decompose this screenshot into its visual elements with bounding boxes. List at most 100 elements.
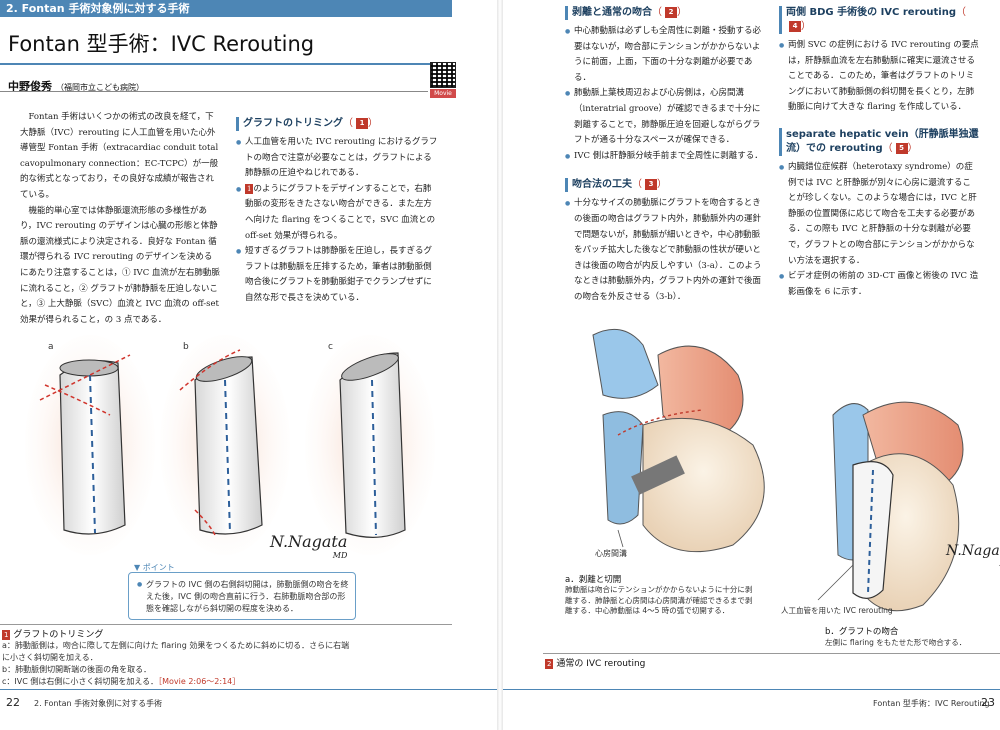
trim-bullet-2: 1のようにグラフトをデザインすることで，右肺動脈の変形をきたさない吻合ができる．… xyxy=(236,182,438,244)
signature-md: MD xyxy=(332,551,348,560)
signature-md: MD xyxy=(946,559,1000,568)
label-atrial-groove: 心房間溝 xyxy=(595,549,627,558)
fig-2a-text: 肺動脈は吻合にテンションがかからないように十分に剥離する．肺静脈と心房間は心房間… xyxy=(565,585,753,615)
subhead-separate-hepatic: separate hepatic vein（肝静脈単独還流）での rerouti… xyxy=(779,127,979,156)
point-box: グラフトの IVC 側の右側斜切開は，肺動脈側の吻合を終えた後，IVC 側の吻合… xyxy=(128,572,356,620)
running-header: Fontan 型手術：IVC Rerouting xyxy=(873,699,990,708)
cut-line-b1 xyxy=(179,349,241,391)
caption-c: c：IVC 側は右側に小さく斜切開を加える．［Movie 2:06〜2:14］ xyxy=(2,676,352,688)
trim-bullet-2-text: のようにグラフトをデザインすることで，右肺動脈の変形をきたさない吻合ができる．ま… xyxy=(245,183,436,241)
caption-title-text: グラフトのトリミング xyxy=(13,630,104,640)
point-label-text: ポイント xyxy=(142,563,175,572)
subhead-graft-trimming: グラフトのトリミング（1） xyxy=(236,117,438,131)
signature-name: N.Nagata xyxy=(270,532,348,551)
bdg-bullet-1: 両側 SVC の症例における IVC rerouting の要点は，肝静脈血流を… xyxy=(779,38,979,116)
dissection-bullet-3: IVC 側は肝静脈分岐手前まで全周性に剥離する． xyxy=(565,149,763,165)
dissection-bullet-2: 肺動脈上葉枝周辺および心房側は，心房間溝（interatrial groove）… xyxy=(565,86,763,148)
author: 中野俊秀 （福岡市立こども病院） xyxy=(8,78,144,94)
figure-1-caption-body: a：肺動脈側は，吻合に際して左側に向けた flaring 効果をつくるために斜め… xyxy=(2,640,352,688)
suture-line-c xyxy=(371,379,377,536)
graft-opening-c xyxy=(341,353,399,381)
ivc-a xyxy=(602,411,644,525)
svc-a xyxy=(592,328,659,399)
caption-c-text: c：IVC 側は右側に小さく斜切開を加える． xyxy=(2,677,159,686)
signature-name: N.Nagata xyxy=(946,543,1000,559)
figure-ref-badge: 2 xyxy=(545,659,554,669)
figure-1-caption-title: 1 グラフトのトリミング xyxy=(2,627,103,640)
footer-rule xyxy=(503,689,1000,690)
movie-tag[interactable]: Movie xyxy=(430,89,456,98)
caption-title-text: 通常の IVC rerouting xyxy=(556,659,646,669)
fig-2b-title: b．グラフトの吻合 xyxy=(825,627,899,637)
subhead-text: 吻合法の工夫 xyxy=(572,179,632,191)
trim-bullet-3: 短すぎるグラフトは肺静脈を圧迫し，長すぎるグラフトは肺動脈を圧排するため，筆者は… xyxy=(236,244,438,306)
figure-ref-badge: 3 xyxy=(645,179,657,191)
trim-column: グラフトのトリミング（1） 人工血管を用いた IVC rerouting におけ… xyxy=(236,117,438,307)
right-column-1: 剥離と通常の吻合（2） 中心肺動脈は必ずしも全周性に剥離・授動する必要はないが，… xyxy=(565,6,763,306)
cut-line-b2 xyxy=(194,509,216,536)
page-number: 23 xyxy=(981,696,995,709)
right-column-2: 両側 BDG 手術後の IVC rerouting（4） 両側 SVC の症例に… xyxy=(779,6,979,300)
graft-leader xyxy=(817,564,854,601)
subhead-text: グラフトのトリミング xyxy=(243,118,343,129)
figure-ref-badge: 2 xyxy=(665,7,677,18)
suture-line-b xyxy=(224,379,231,534)
figure-label-a: a xyxy=(48,342,54,352)
right-page: 剥離と通常の吻合（2） 中心肺動脈は必ずしも全周性に剥離・授動する必要はないが，… xyxy=(503,0,1000,730)
caption-rule xyxy=(0,624,452,625)
figure-ref-badge: 5 xyxy=(895,142,908,154)
caption-b: b：肺動脈側切開断端の後面の角を取る． xyxy=(2,665,152,674)
hepatic-bullet-1: 内臓錯位症候群（heterotaxy syndrome）の症例では IVC と肝… xyxy=(779,160,979,269)
subhead-dissection: 剥離と通常の吻合（2） xyxy=(565,6,763,20)
figure-ref-badge: 1 xyxy=(2,630,11,640)
cut-line-a2 xyxy=(44,384,111,416)
point-label: ▼ ポイント xyxy=(132,562,177,573)
left-page: 2. Fontan 手術対象例に対する手術 Fontan 型手術：IVC Rer… xyxy=(0,0,497,730)
section-banner: 2. Fontan 手術対象例に対する手術 xyxy=(0,0,452,17)
point-text: グラフトの IVC 側の右側斜切開は，肺動脈側の吻合を終えた後，IVC 側の吻合… xyxy=(137,579,349,615)
subhead-text: 両側 BDG 手術後の IVC rerouting xyxy=(786,7,956,18)
figure-ref-badge: 4 xyxy=(789,21,801,32)
groove-leader xyxy=(617,529,624,548)
heart-a xyxy=(642,417,765,553)
figure-2-caption-title: 2 通常の IVC rerouting xyxy=(545,656,645,669)
suture-line-graft-b xyxy=(867,469,874,594)
page-number: 22 xyxy=(6,696,20,709)
intro-paragraph-2: 機能的単心室では体静脈還流形態の多様性があり，IVC rerouting のデザ… xyxy=(20,205,220,325)
page-title: Fontan 型手術：IVC Rerouting xyxy=(8,32,315,56)
running-header: 2. Fontan 手術対象例に対する手術 xyxy=(34,699,163,708)
anastomosis-bullet-1: 十分なサイズの肺動脈にグラフトを吻合するときの後面の吻合はグラフト内外，肺動脈外… xyxy=(565,196,763,305)
qr-code-icon[interactable] xyxy=(430,62,456,88)
suture-line-a xyxy=(89,374,96,534)
author-affiliation: （福岡市立こども病院） xyxy=(56,83,144,92)
intro-paragraph-1: Fontan 手術はいくつかの術式の改良を経て，下大静脈（IVC）rerouti… xyxy=(20,112,219,200)
figure-ref-badge: 1 xyxy=(245,183,254,194)
caption-a: a：肺動脈側は，吻合に際して左側に向けた flaring 効果をつくるために斜め… xyxy=(2,641,350,662)
book-gutter xyxy=(497,0,503,730)
author-rule xyxy=(0,91,428,92)
subhead-anastomosis: 吻合法の工夫（3） xyxy=(565,178,763,193)
caption-rule xyxy=(543,653,1000,654)
title-rule xyxy=(0,63,452,65)
graft-trimming-figure xyxy=(25,335,435,555)
label-graft-rerouting: 人工血管を用いた IVC rerouting xyxy=(781,606,893,615)
intro-column: Fontan 手術はいくつかの術式の改良を経て，下大静脈（IVC）rerouti… xyxy=(20,110,220,328)
graft-tube-b xyxy=(194,356,263,535)
author-name: 中野俊秀 xyxy=(8,80,52,93)
graft-tube-a xyxy=(59,360,126,535)
clamp-a xyxy=(631,455,685,495)
fig-2a-title: a．剥離と切開 xyxy=(565,575,622,585)
ivc-rerouting-figure xyxy=(592,328,964,612)
graft-b xyxy=(852,461,894,599)
figure-label-c: c xyxy=(328,342,333,352)
subhead-bdg: 両側 BDG 手術後の IVC rerouting（4） xyxy=(779,6,979,34)
dissection-bullet-1: 中心肺動脈は必ずしも全周性に剥離・授動する必要はないが，吻合部にテンションがかか… xyxy=(565,24,763,86)
movie-reference[interactable]: ［Movie 2:06〜2:14］ xyxy=(158,677,241,686)
hepatic-bullet-2: ビデオ症例の術前の 3D-CT 画像と術後の IVC 造影画像を 6 に示す． xyxy=(779,269,979,300)
figure-label-b: b xyxy=(183,342,189,352)
incision-arrow-a xyxy=(617,409,704,436)
figure-ref-badge: 1 xyxy=(356,118,368,129)
trim-bullet-1: 人工血管を用いた IVC rerouting におけるグラフトの吻合で注意が必要… xyxy=(236,135,438,182)
